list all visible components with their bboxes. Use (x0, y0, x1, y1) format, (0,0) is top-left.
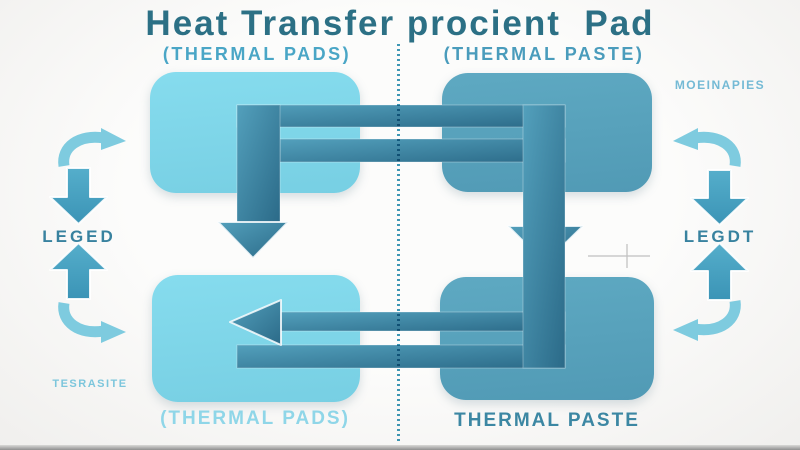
down-arrowhead-left-icon (217, 221, 289, 259)
flow-band-bottom-1 (279, 311, 566, 332)
up-arrow-right-icon (690, 242, 749, 301)
curved-arrowhead-top-left-icon (101, 128, 126, 150)
curved-arrow-top-left (58, 131, 105, 167)
down-arrow-right-icon (690, 169, 749, 226)
bottom-edge-strip (0, 445, 800, 450)
flow-band-bottom-2 (236, 344, 566, 369)
bottom-label-thermal-paste: THERMAL PASTE (454, 410, 640, 431)
watermark-label: MOEINAPIES (674, 78, 766, 92)
down-arrow-left-icon (49, 167, 108, 225)
left-pointing-arrowhead-icon (229, 299, 282, 346)
curved-arrow-bottom-left (58, 302, 105, 338)
thermal-pad-block-bottom-left (152, 275, 360, 402)
flow-circuit (217, 104, 584, 369)
subtitle-thermal-paste: (THERMAL PASTE) (443, 44, 645, 64)
crosshair-marker-icon (588, 244, 650, 268)
curved-arrowhead-top-right-icon (673, 128, 698, 150)
page-title: Heat Transfer procient Pad (145, 4, 655, 43)
curved-arrowhead-bottom-right-icon (673, 319, 698, 341)
up-arrow-left-icon (49, 242, 108, 300)
curved-arrowhead-bottom-left-icon (101, 321, 126, 343)
curved-arrow-bottom-right (694, 300, 741, 336)
right-cycle-arrows (673, 128, 749, 341)
center-dotted-divider (397, 44, 400, 444)
curved-arrow-top-right (694, 131, 741, 167)
bottom-label-thermal-pads: (THERMAL PADS) (160, 408, 350, 429)
flow-band-top-1 (236, 104, 566, 128)
right-cycle-label: LEGDT (683, 227, 757, 246)
flow-shaft-right (522, 104, 566, 369)
flow-shaft-left (236, 104, 281, 224)
left-cycle-arrows (49, 128, 126, 343)
flow-band-top-2 (279, 138, 566, 163)
left-cycle-label: LEGED (42, 227, 116, 246)
left-bottom-small-label: TESRASITE (52, 378, 128, 390)
subtitle-thermal-pads: (THERMAL PADS) (162, 44, 352, 64)
